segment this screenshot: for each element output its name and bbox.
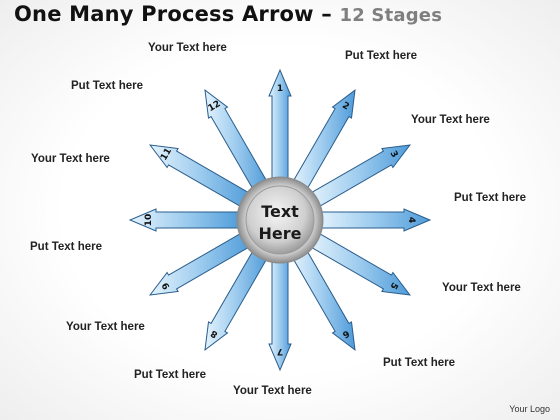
stage-label-7[interactable]: Your Text here xyxy=(233,385,312,397)
stage-number-10: 10 xyxy=(144,214,154,227)
stage-arrow-shape-4 xyxy=(317,208,432,232)
stage-number-8: 8 xyxy=(209,328,219,340)
stage-label-10[interactable]: Put Text here xyxy=(30,241,102,253)
stage-label-11[interactable]: Your Text here xyxy=(31,153,110,165)
stage-arrow-12: 12 xyxy=(204,88,269,192)
stage-arrow-2: 2 xyxy=(291,88,356,192)
hub-text-line2: Here xyxy=(259,224,302,243)
stage-arrow-1: 1 xyxy=(268,68,292,183)
stage-label-3[interactable]: Your Text here xyxy=(411,114,490,126)
stage-label-8[interactable]: Put Text here xyxy=(134,369,206,381)
stage-arrow-shape-7 xyxy=(268,257,292,372)
stage-label-12[interactable]: Put Text here xyxy=(71,80,143,92)
stage-arrow-11: 11 xyxy=(148,144,252,209)
stage-arrow-4: 4 xyxy=(317,208,432,232)
title-main: One Many Process Arrow xyxy=(14,2,314,26)
stage-arrow-shape-6 xyxy=(291,248,356,352)
stage-arrow-shape-2 xyxy=(291,88,356,192)
stage-arrow-10: 10 xyxy=(128,208,243,232)
stage-label-5[interactable]: Your Text here xyxy=(442,282,521,294)
title-subtitle: 12 Stages xyxy=(339,5,443,26)
stage-number-2: 2 xyxy=(340,101,350,113)
stage-label-4[interactable]: Put Text here xyxy=(454,192,526,204)
stage-arrow-6: 6 xyxy=(291,248,356,352)
stage-number-5: 5 xyxy=(388,280,400,290)
logo-placeholder: Your Logo xyxy=(509,404,550,414)
hub-disc xyxy=(245,185,315,255)
stage-number-7: 7 xyxy=(277,346,283,356)
stage-label-9[interactable]: Your Text here xyxy=(66,321,145,333)
stage-arrow-7: 7 xyxy=(268,257,292,372)
stage-arrow-3: 3 xyxy=(308,144,412,209)
stage-number-4: 4 xyxy=(406,217,416,223)
stage-number-6: 6 xyxy=(340,328,350,340)
stage-number-3: 3 xyxy=(388,149,400,159)
stage-arrow-shape-8 xyxy=(204,248,269,352)
stage-number-9: 9 xyxy=(161,280,173,290)
slide-title: One Many Process Arrow – 12 Stages xyxy=(14,2,442,26)
title-dash: – xyxy=(313,2,340,26)
stage-arrow-shape-5 xyxy=(308,231,412,296)
stage-arrow-shape-3 xyxy=(308,144,412,209)
stage-arrow-shape-12 xyxy=(204,88,269,192)
hub: Text Here xyxy=(236,176,324,264)
stage-label-1[interactable]: Your Text here xyxy=(148,42,227,54)
stage-arrow-5: 5 xyxy=(308,231,412,296)
stage-arrow-9: 9 xyxy=(148,231,252,296)
stage-number-1: 1 xyxy=(277,84,283,94)
stage-arrow-shape-1 xyxy=(268,68,292,183)
stage-label-6[interactable]: Put Text here xyxy=(383,357,455,369)
stage-arrow-shape-10 xyxy=(128,208,243,232)
stage-arrow-8: 8 xyxy=(204,248,269,352)
stage-arrow-shape-9 xyxy=(148,231,252,296)
stage-arrow-shape-11 xyxy=(148,144,252,209)
hub-text-line1: Text xyxy=(261,202,299,221)
stage-label-2[interactable]: Put Text here xyxy=(345,50,417,62)
